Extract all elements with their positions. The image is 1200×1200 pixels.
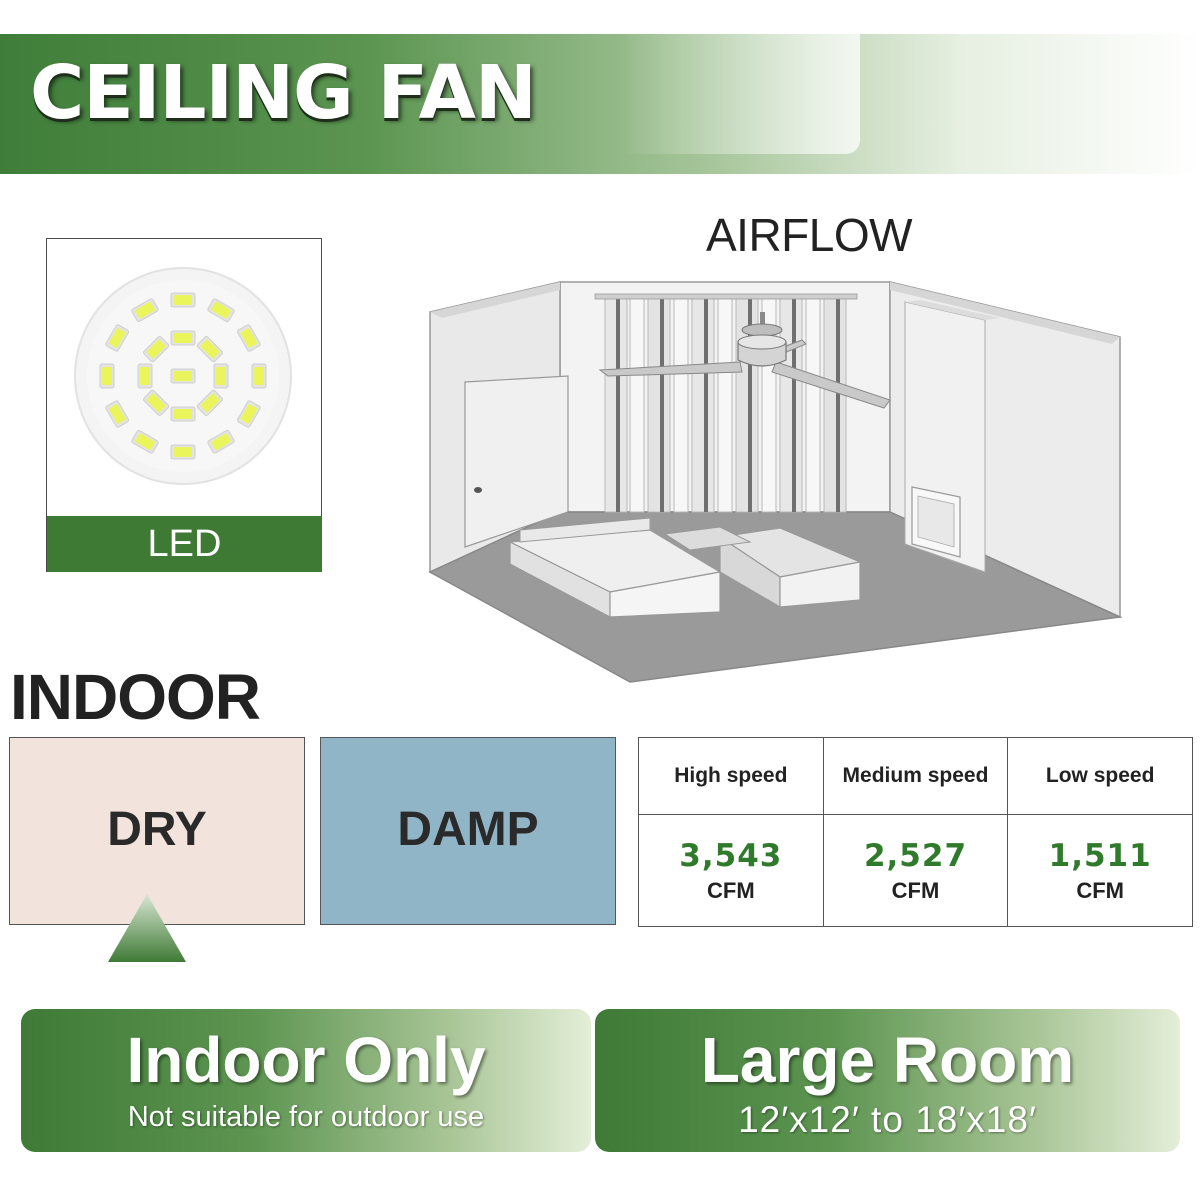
location-option-damp: DAMP	[320, 737, 616, 925]
cfm-header-high: High speed	[638, 737, 824, 815]
indoor-heading: INDOOR	[10, 661, 261, 733]
page-title: CEILING FAN	[30, 50, 537, 136]
cfm-header-low: Low speed	[1007, 737, 1193, 815]
indoor-only-badge: Indoor Only Not suitable for outdoor use	[21, 1009, 591, 1152]
cfm-unit: CFM	[1076, 877, 1124, 903]
cfm-unit: CFM	[891, 877, 940, 903]
cfm-value: 3,543	[679, 837, 783, 874]
header-banner	[0, 34, 1200, 174]
cfm-cell-high: 3,543 CFM	[638, 814, 824, 927]
indoor-only-subtitle: Not suitable for outdoor use	[127, 1101, 485, 1133]
room-illustration	[428, 281, 1123, 683]
location-option-dry: DRY	[9, 737, 305, 925]
airflow-title: AIRFLOW	[706, 209, 913, 261]
selected-indicator-icon	[108, 894, 186, 962]
large-room-badge: Large Room 12′x12′ to 18′x18′	[595, 1009, 1180, 1152]
cfm-header-medium: Medium speed	[822, 737, 1009, 815]
cfm-table: High speed Medium speed Low speed 3,543 …	[638, 737, 1193, 927]
cfm-cell-low: 1,511 CFM	[1007, 814, 1193, 927]
cfm-value: 2,527	[863, 837, 968, 874]
indoor-only-title: Indoor Only	[126, 1024, 486, 1096]
cfm-unit: CFM	[707, 877, 755, 903]
cfm-value: 1,511	[1048, 837, 1152, 874]
large-room-title: Large Room	[700, 1024, 1075, 1096]
led-label: LED	[47, 516, 322, 572]
large-room-subtitle: 12′x12′ to 18′x18′	[738, 1099, 1037, 1140]
cfm-cell-medium: 2,527 CFM	[822, 814, 1009, 927]
header-sheen	[620, 34, 860, 154]
led-icon	[74, 267, 292, 485]
